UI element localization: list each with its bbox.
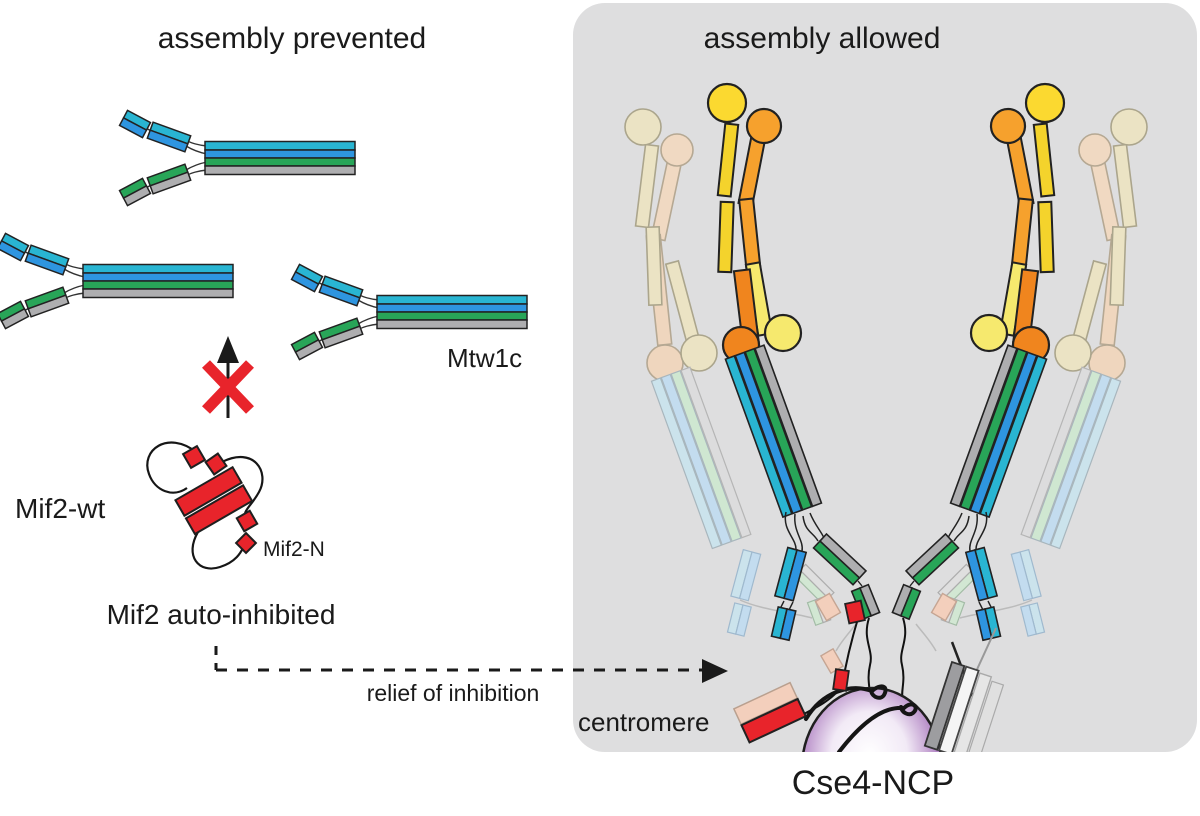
centromere-region (732, 621, 1005, 752)
arrowhead-icon (217, 336, 239, 363)
mif2-wt-label: Mif2-wt (15, 493, 105, 524)
mif2-core (174, 465, 254, 536)
cse4-ncp-label: Cse4-NCP (792, 764, 954, 802)
relief-arrow (214, 646, 728, 683)
mif2-red-small-box (832, 668, 850, 692)
gray-white-bars (923, 660, 1005, 752)
mif2-autoinhibited-diagram (146, 441, 264, 570)
dashed-arrowhead-icon (702, 659, 728, 683)
auto-inhibited-label: Mif2 auto-inhibited (107, 599, 336, 630)
cse4-nucleosome (800, 686, 944, 752)
mif2-n-label: Mif2-N (263, 538, 325, 561)
dna-wrap (804, 684, 918, 752)
blocked-assembly-arrow (202, 336, 254, 418)
mif2-n-diamond (234, 531, 258, 555)
relief-label: relief of inhibition (367, 680, 540, 706)
centromere-label: centromere (578, 707, 710, 737)
mtw1c-complex-top (118, 109, 356, 207)
red-x-icon (202, 360, 254, 414)
mtw1c-label: Mtw1c (447, 343, 522, 373)
mif2-loops (146, 441, 264, 570)
right-panel-title: assembly allowed (704, 22, 941, 55)
mif2-n-red-square (844, 599, 866, 625)
mtw1c-complex-middle (0, 232, 234, 330)
mif2-n-bound (732, 681, 808, 744)
left-panel-title: assembly prevented (158, 22, 426, 55)
